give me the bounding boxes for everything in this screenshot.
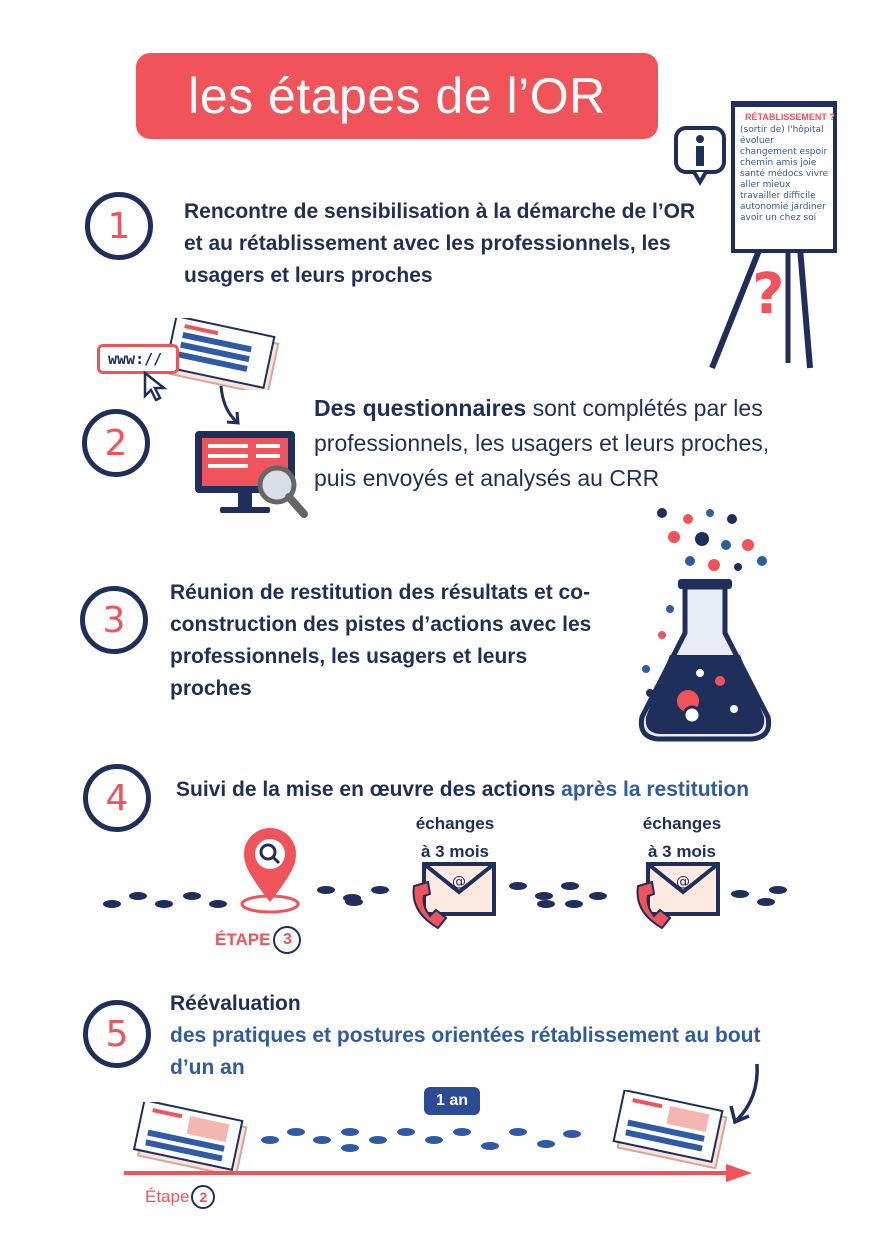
flipchart-illustration: ?: [700, 98, 850, 373]
board-word: vivre: [805, 169, 829, 179]
board-word: avoir un chez soi: [740, 213, 817, 223]
board-word: changement: [740, 147, 797, 157]
curved-arrow-icon: [725, 1062, 765, 1133]
board-word: amis: [776, 158, 798, 168]
etape-2-number: 2: [191, 1185, 216, 1209]
step-2-text: Des questionnaires sont complétés par le…: [314, 391, 814, 496]
etape-2-label: Étape: [145, 1187, 190, 1206]
email-phone-icon-2: @: [632, 860, 722, 934]
etape-2-badge: Étape 2: [145, 1185, 216, 1209]
step-1-text: Rencontre de sensibilisation à la démarc…: [184, 200, 696, 287]
board-word: travailler: [740, 191, 781, 201]
step-4-main-text: Suivi de la mise en œuvre des actions: [176, 778, 562, 801]
exchange-2-line-1: échanges: [642, 814, 722, 833]
footprints-timeline-4: [100, 876, 790, 916]
step-3-number: 3: [80, 586, 148, 654]
email-phone-icon-1: @: [408, 860, 498, 934]
etape-3-badge: ÉTAPE 3: [215, 926, 302, 954]
info-icon: [672, 124, 728, 186]
board-word: santé: [740, 169, 765, 179]
questionnaire-papers-left: [126, 1098, 251, 1178]
page-title: les étapes de l’OR: [188, 68, 606, 124]
board-word: médocs: [767, 169, 804, 179]
duration-badge: 1 an: [424, 1087, 480, 1115]
board-word: chemin: [740, 158, 774, 168]
step-2-bold-text: Des questionnaires: [314, 395, 527, 421]
board-word: autonomie: [740, 202, 789, 212]
url-bar: www://: [97, 344, 179, 374]
location-pin-icon: [238, 826, 302, 916]
step-4-highlight-text: après la restitution: [561, 778, 750, 801]
board-word: évoluer: [740, 136, 774, 146]
computer-monitor-illustration: [192, 428, 310, 520]
etape-3-number: 3: [273, 926, 302, 954]
flask-illustration: [630, 505, 780, 745]
exchange-2-line-2: à 3 mois: [647, 842, 717, 861]
step-5-number: 5: [83, 1000, 151, 1068]
etape-3-label: ÉTAPE: [215, 930, 271, 949]
exchange-1-label: échanges à 3 mois: [395, 810, 515, 866]
step-2-number: 2: [82, 409, 150, 477]
board-word: joie: [800, 158, 817, 168]
flipchart-heading: RÉTABLISSEMENT ?: [745, 112, 835, 122]
step-5-title: Réévaluation: [170, 992, 301, 1015]
svg-text:@: @: [452, 874, 466, 890]
arrow-icon: [215, 384, 245, 433]
exchange-1-line-2: à 3 mois: [420, 842, 490, 861]
cursor-icon: [142, 370, 168, 407]
url-label: www://: [108, 350, 163, 368]
questionnaire-papers-illustration: [160, 314, 280, 396]
step-3-text: Réunion de restitution des résultats et …: [170, 581, 592, 700]
board-word: espoir: [799, 147, 828, 157]
step-4-text: Suivi de la mise en œuvre des actions ap…: [176, 774, 856, 806]
timeline-arrow: [122, 1162, 756, 1184]
board-word: difficile: [783, 191, 816, 201]
flipchart-words: (sortir de) l'hôpital évoluer changement…: [740, 125, 832, 224]
board-word: jardiner: [791, 202, 826, 212]
footprints-timeline-5: [258, 1120, 588, 1160]
board-word: aller mieux: [740, 180, 791, 190]
board-word: (sortir de) l'hôpital: [740, 125, 824, 135]
step-4-number: 4: [83, 764, 151, 832]
svg-text:@: @: [676, 874, 690, 890]
step-2-rest-text: sont complétés par les professionnels, l…: [314, 395, 770, 491]
svg-text:?: ?: [752, 262, 784, 327]
title-banner: les étapes de l’OR: [136, 53, 658, 139]
step-5-text: des pratiques et postures orientées réta…: [170, 1024, 761, 1079]
questionnaire-papers-right: [604, 1088, 734, 1170]
exchange-2-label: échanges à 3 mois: [622, 810, 742, 866]
exchange-1-line-1: échanges: [415, 814, 495, 833]
step-1-number: 1: [85, 192, 153, 260]
